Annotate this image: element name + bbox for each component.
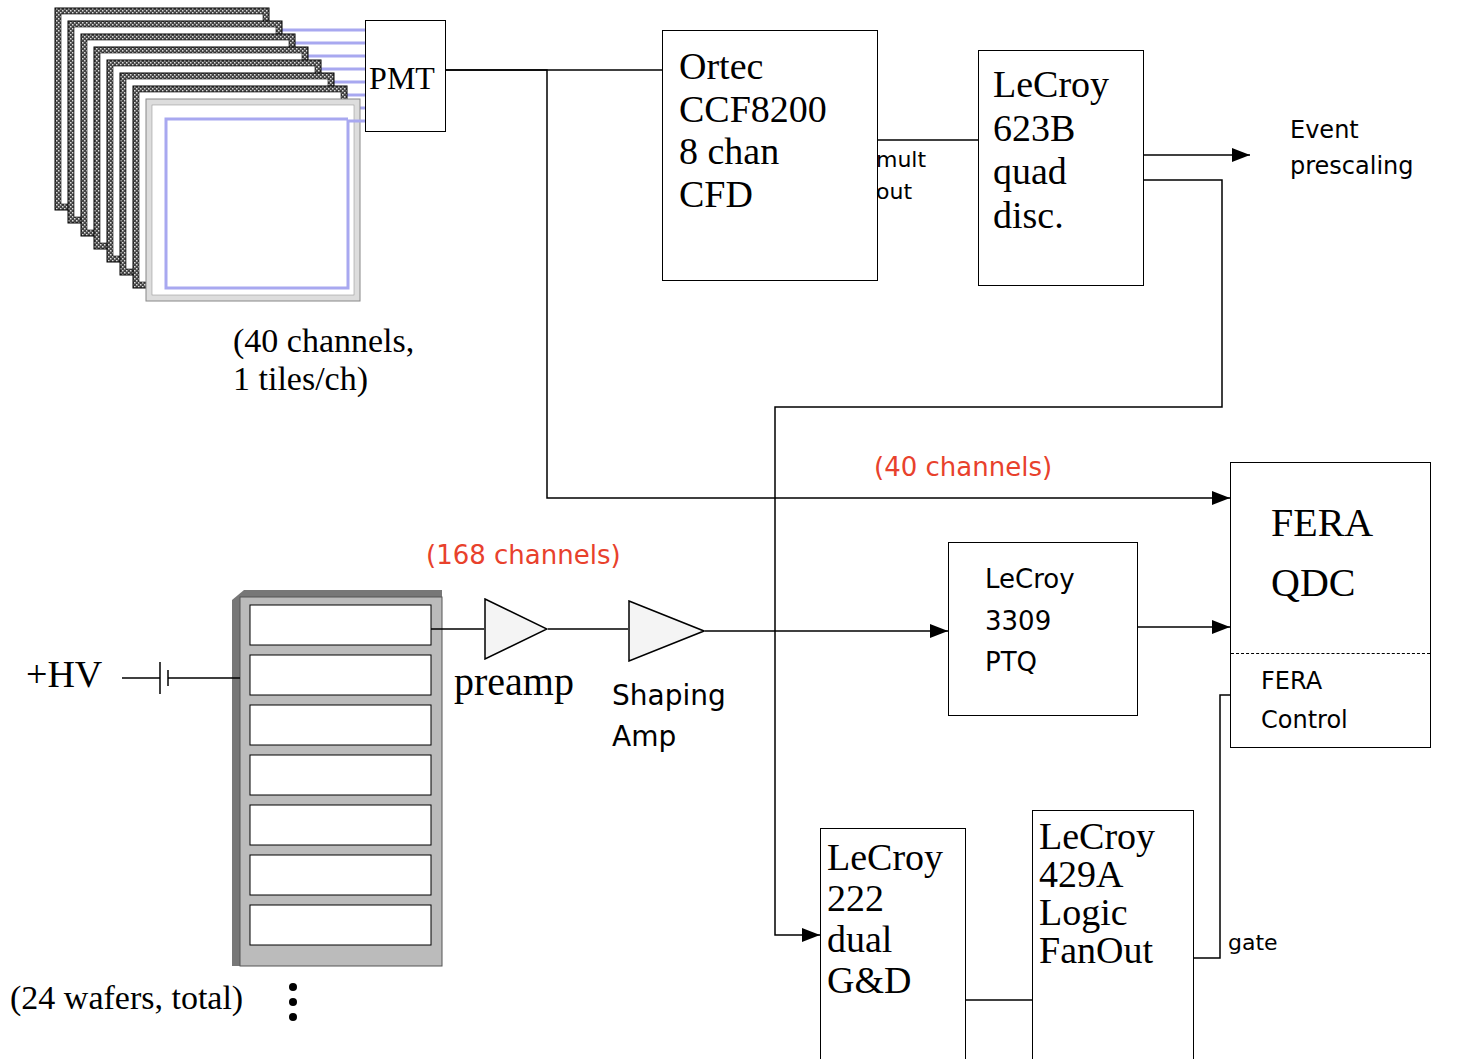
text-holder: FERA Control [1231, 653, 1430, 747]
amplifier-triangle: Shaping Amp [628, 600, 705, 662]
signal-cable [705, 630, 948, 632]
wafer-note: (24 wafers, total) [10, 978, 243, 1019]
label-holder: (168 channels) [426, 540, 621, 571]
label-holder: +HV [26, 654, 102, 696]
ptq-module-box: LeCroy 3309 PTQ [948, 542, 1138, 716]
module-label: LeCroy 429A Logic FanOut [1039, 817, 1181, 969]
signal-cable [548, 628, 628, 630]
channel-count: (168 channels) [426, 540, 621, 571]
cfd-module-box: Ortec CCF8200 8 chan CFD [662, 30, 878, 281]
signal-cable [966, 999, 1032, 1001]
hv-supply-symbol [122, 662, 240, 694]
text-holder: PMT [366, 21, 445, 96]
text-holder: LeCroy 429A Logic FanOut [1033, 811, 1193, 969]
output-note: Event prescaling [1290, 112, 1445, 184]
text-holder: FERA QDC [1231, 463, 1430, 613]
triangle-outline [484, 598, 548, 660]
module-label: LeCroy 3309 PTQ [985, 559, 1105, 684]
module-label: FERA Control [1261, 662, 1376, 739]
signal-cable [1194, 695, 1230, 958]
text-holder: LeCroy 3309 PTQ [949, 543, 1137, 684]
module-label: Shaping Amp [612, 676, 734, 757]
text-holder: preamp [484, 598, 548, 642]
signal-name: mult out [876, 144, 938, 208]
signal-cable [1138, 626, 1230, 628]
pmt-box: PMT [365, 20, 446, 132]
text-holder: LeCroy 623B quad disc. [979, 51, 1143, 238]
signal-cable [878, 139, 978, 141]
text-holder: Shaping Amp [628, 600, 705, 681]
scintillator-tiles [55, 8, 365, 301]
label-holder: (24 wafers, total) [10, 978, 243, 1019]
gate-delay-box: LeCroy 222 dual G&D [820, 828, 966, 1059]
label-holder: (40 channels, 1 tiles/ch) [233, 322, 433, 398]
wafer-wire [431, 628, 484, 630]
hv-label: +HV [26, 654, 102, 696]
triangle-outline [628, 600, 705, 662]
module-label: LeCroy 623B quad disc. [993, 63, 1133, 238]
text-holder: Ortec CCF8200 8 chan CFD [663, 31, 877, 215]
module-label: Ortec CCF8200 8 chan CFD [679, 45, 851, 215]
label-holder: mult out [876, 144, 938, 208]
channel-count: (40 channels) [874, 452, 1052, 483]
module-label: LeCroy 222 dual G&D [827, 837, 953, 1001]
channel-note: (40 channels, 1 tiles/ch) [233, 322, 433, 398]
amplifier-triangle: preamp [484, 598, 548, 660]
amplifier-symbol [629, 601, 704, 661]
prescale-arrow [1138, 154, 1250, 156]
amplifier-symbol [485, 599, 547, 659]
module-label: FERA QDC [1271, 493, 1391, 613]
qdc-box: FERA QDC FERA Control [1230, 462, 1431, 748]
text-holder: LeCroy 222 dual G&D [821, 829, 965, 1001]
label-holder: Event prescaling [1290, 112, 1445, 184]
silicon-wafer-stack [232, 590, 442, 1021]
discriminator-box: LeCroy 623B quad disc. [978, 50, 1144, 286]
module-label: PMT [367, 61, 437, 96]
label-holder: gate [1228, 930, 1278, 956]
signal-name: gate [1228, 930, 1278, 956]
module-label: preamp [454, 660, 518, 704]
fanout-box: LeCroy 429A Logic FanOut [1032, 810, 1194, 1059]
label-holder: (40 channels) [874, 452, 1052, 483]
